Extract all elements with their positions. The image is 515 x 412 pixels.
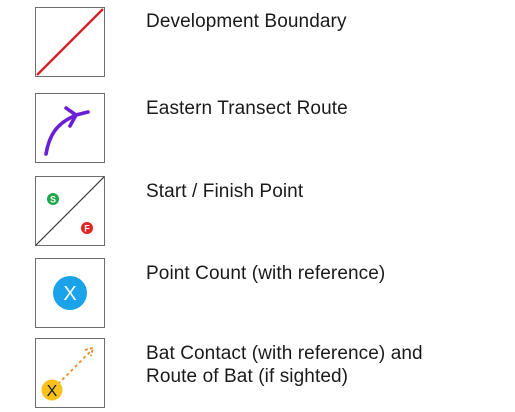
start-finish-point-symbol: S F	[35, 176, 105, 246]
purple-route-arrow-icon	[44, 106, 90, 156]
start-marker-letter: S	[50, 195, 56, 205]
legend-label-point-count: Point Count (with reference)	[146, 263, 386, 284]
start-marker-icon: S	[47, 193, 59, 205]
legend-label-bat-contact-line2: Route of Bat (if sighted)	[146, 366, 349, 387]
point-count-marker-letter: X	[63, 283, 76, 305]
red-diagonal-line-icon	[36, 8, 104, 76]
bat-contact-marker-letter: X	[47, 383, 58, 400]
eastern-transect-route-symbol	[35, 93, 105, 163]
start-finish-diagonal-icon: S F	[35, 176, 105, 246]
finish-marker-letter: F	[84, 224, 90, 234]
point-count-circle-icon: X	[53, 276, 87, 310]
bat-contact-route-icon: X	[41, 346, 95, 401]
legend-label-bat-contact: Bat Contact (with reference) and Route o…	[146, 342, 423, 388]
legend-label-bat-contact-line1: Bat Contact (with reference) and	[146, 343, 423, 364]
development-boundary-symbol	[35, 7, 105, 77]
finish-marker-icon: F	[81, 222, 93, 234]
legend-label-eastern-transect-route: Eastern Transect Route	[146, 98, 348, 119]
point-count-symbol: X	[35, 258, 105, 328]
legend-label-start-finish-point: Start / Finish Point	[146, 181, 304, 202]
legend-label-development-boundary: Development Boundary	[146, 11, 347, 32]
bat-contact-symbol: X	[35, 338, 105, 408]
